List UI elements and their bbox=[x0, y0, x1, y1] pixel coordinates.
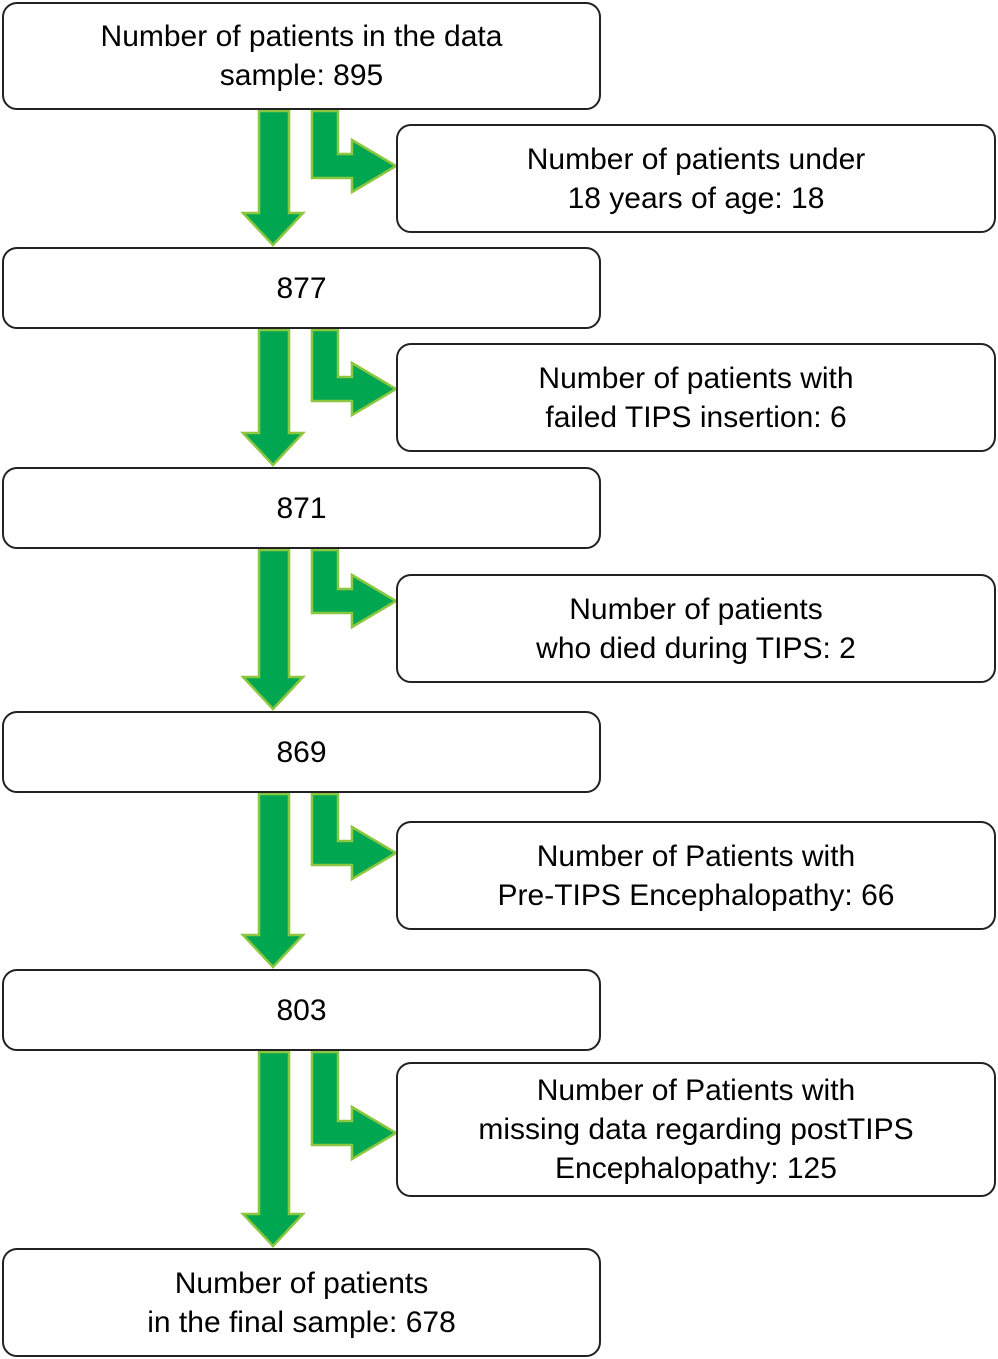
down-arrow-2 bbox=[240, 328, 306, 467]
step-text-877: 877 bbox=[276, 271, 327, 305]
final-sample-text: Number of patients in the final sample: … bbox=[147, 1266, 456, 1339]
exclusion-text-died-during-tips: Number of patients who died during TIPS:… bbox=[536, 592, 856, 665]
initial-sample-text: Number of patients in the data sample: 8… bbox=[100, 20, 503, 92]
down-arrow-3 bbox=[240, 548, 306, 711]
exclusion-text-failed-tips: Number of patients with failed TIPS inse… bbox=[538, 361, 854, 434]
branch-arrow-5 bbox=[310, 1050, 399, 1162]
step-box-877: 877 bbox=[2, 247, 601, 329]
down-arrow-5 bbox=[240, 1050, 306, 1248]
exclusion-box-pre-tips-encephalopathy: Number of Patients with Pre-TIPS Encepha… bbox=[396, 821, 996, 930]
exclusion-box-died-during-tips: Number of patients who died during TIPS:… bbox=[396, 574, 996, 683]
branch-arrow-2 bbox=[310, 328, 399, 418]
step-box-869: 869 bbox=[2, 711, 601, 793]
branch-arrow-1 bbox=[310, 109, 399, 195]
step-box-803: 803 bbox=[2, 969, 601, 1051]
step-text-803: 803 bbox=[276, 993, 327, 1027]
exclusion-box-failed-tips: Number of patients with failed TIPS inse… bbox=[396, 343, 996, 452]
down-arrow-1 bbox=[240, 109, 306, 247]
step-box-871: 871 bbox=[2, 467, 601, 549]
branch-arrow-4 bbox=[310, 792, 399, 882]
exclusion-text-under-18: Number of patients under 18 years of age… bbox=[526, 142, 866, 215]
step-text-871: 871 bbox=[276, 491, 327, 525]
exclusion-box-under-18: Number of patients under 18 years of age… bbox=[396, 124, 996, 233]
branch-arrow-3 bbox=[310, 548, 399, 630]
final-sample-box: Number of patients in the final sample: … bbox=[2, 1248, 601, 1357]
step-text-869: 869 bbox=[276, 735, 327, 769]
exclusion-text-pre-tips-encephalopathy: Number of Patients with Pre-TIPS Encepha… bbox=[497, 839, 895, 912]
exclusion-text-missing-post-tips-data: Number of Patients with missing data reg… bbox=[478, 1074, 914, 1185]
exclusion-box-missing-post-tips-data: Number of Patients with missing data reg… bbox=[396, 1062, 996, 1197]
down-arrow-4 bbox=[240, 792, 306, 969]
initial-sample-box: Number of patients in the data sample: 8… bbox=[2, 2, 601, 110]
